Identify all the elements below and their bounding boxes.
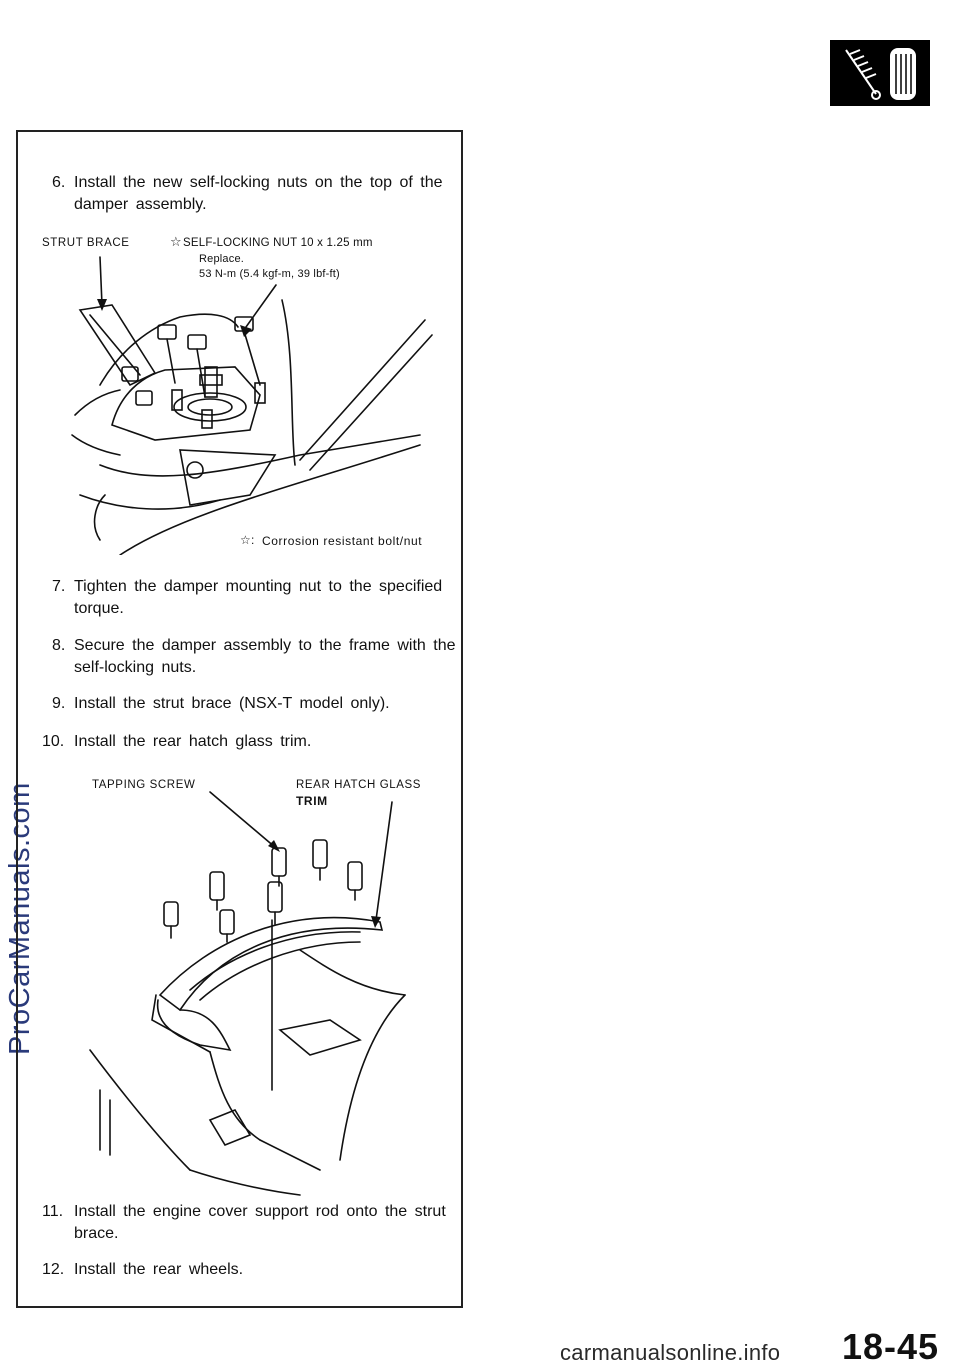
site-watermark: carmanualsonline.info xyxy=(560,1340,781,1365)
replace-note: Replace. xyxy=(199,253,245,265)
strut-brace-label: STRUT BRACE xyxy=(42,237,130,249)
step-number: 8. xyxy=(52,637,66,654)
step-text-cont: damper assembly. xyxy=(74,196,207,213)
step-number: 12. xyxy=(42,1261,65,1278)
step-number: 11. xyxy=(42,1203,64,1220)
step-number: 10. xyxy=(42,733,65,750)
step-9: 9. Install the strut brace (NSX-T model o… xyxy=(52,693,390,715)
tapping-screw-label: TAPPING SCREW xyxy=(92,779,196,791)
self-locking-nut-label: SELF-LOCKING NUT 10 x 1.25 mm xyxy=(183,237,373,249)
legend-text: Corrosion resistant bolt/nut xyxy=(262,534,423,548)
step-text-cont: self-locking nuts. xyxy=(74,659,197,676)
step-11: 11. Install the engine cover support rod … xyxy=(42,1201,446,1245)
step-text: Secure the damper assembly to the frame … xyxy=(74,637,456,654)
step-7: 7. Tighten the damper mounting nut to the… xyxy=(52,576,442,620)
step-number: 9. xyxy=(52,695,66,712)
legend-symbol: ☆: xyxy=(240,533,255,547)
step-12: 12. Install the rear wheels. xyxy=(42,1259,243,1281)
step-number: 7. xyxy=(52,578,66,595)
damper-nut-illustration xyxy=(71,256,433,555)
content-frame xyxy=(16,130,463,1308)
step-10: 10. Install the rear hatch glass trim. xyxy=(42,731,311,753)
star-symbol: ☆ xyxy=(170,234,183,249)
step-6: 6. Install the new self-locking nuts on t… xyxy=(52,172,443,216)
torque-spec: 53 N-m (5.4 kgf-m, 39 lbf-ft) xyxy=(199,268,340,280)
step-text: Install the rear hatch glass trim. xyxy=(74,733,312,750)
step-text: Install the rear wheels. xyxy=(74,1261,244,1278)
step-text-cont: brace. xyxy=(74,1225,119,1242)
rear-hatch-glass-label: REAR HATCH GLASS xyxy=(296,779,422,791)
trim-label: TRIM xyxy=(296,794,328,808)
step-text-cont: torque. xyxy=(74,600,124,617)
suspension-section-icon xyxy=(830,40,930,106)
page-number: 18-45 xyxy=(842,1326,940,1367)
step-text: Install the strut brace (NSX-T model onl… xyxy=(74,695,390,712)
step-text: Install the new self-locking nuts on the… xyxy=(74,174,443,191)
step-number: 6. xyxy=(52,174,66,191)
step-8: 8. Secure the damper assembly to the fram… xyxy=(52,635,456,679)
step-text: Install the engine cover support rod ont… xyxy=(74,1203,446,1220)
step-text: Tighten the damper mounting nut to the s… xyxy=(74,578,443,595)
hatch-trim-illustration xyxy=(89,791,406,1196)
